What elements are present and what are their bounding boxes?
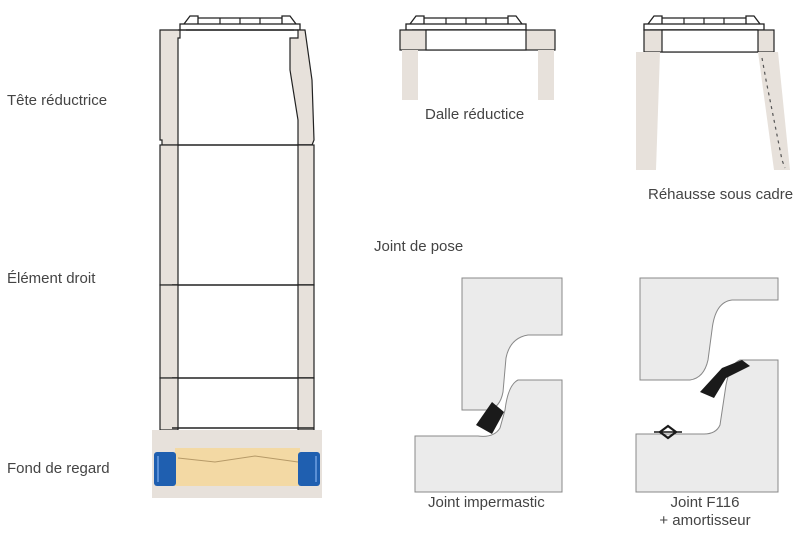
element-right-wall-1 [297, 144, 315, 286]
label-element-droit: Élément droit [7, 270, 96, 287]
dalle-left-wall [402, 50, 418, 100]
tete-left-wall [159, 29, 181, 146]
joint-impermastic-lower [414, 379, 563, 493]
rehausse-drawing [636, 15, 790, 170]
caption-joint-impermastic: Joint impermastic [428, 494, 545, 511]
element-right-wall-3 [297, 377, 315, 431]
joint-impermastic-drawing [414, 277, 563, 493]
dalle-right-wall [538, 50, 554, 100]
joint-f116-drawing [635, 277, 779, 493]
label-tete-reductrice: Tête réductrice [7, 92, 108, 109]
element-right-wall-2 [297, 284, 315, 379]
dalle-frame [405, 15, 527, 31]
cast-iron-frame [179, 15, 301, 31]
label-fond-de-regard: Fond de regard [7, 460, 110, 477]
tete-right-wall [289, 29, 315, 146]
caption-rehausse-sous-cadre: Réhausse sous cadre [648, 186, 794, 203]
rehausse-right-wall [758, 52, 790, 170]
impermastic-seal [476, 402, 504, 434]
blue-seal-right [298, 452, 320, 486]
element-left-wall-3 [159, 377, 179, 431]
caption-joint-de-pose: Joint de pose [374, 238, 464, 255]
dalle-reductice-drawing [399, 15, 556, 100]
f116-seal [700, 360, 750, 398]
blue-seal-left [154, 452, 176, 486]
joint-f116-upper [639, 277, 779, 381]
element-left-wall-1 [159, 144, 179, 286]
rehausse-frame [643, 15, 765, 31]
caption-joint-f116-line1: Joint F116 [670, 494, 740, 511]
base-channel [175, 448, 300, 486]
caption-joint-f116-line2: + amortisseur [659, 512, 751, 529]
element-left-wall-2 [159, 284, 179, 379]
caption-dalle-reductice: Dalle réductice [425, 106, 525, 123]
rehausse-left-wall [636, 52, 660, 170]
caption-joint-f116: Joint F116 + amortisseur [650, 494, 760, 530]
manhole-assembly [152, 15, 322, 498]
